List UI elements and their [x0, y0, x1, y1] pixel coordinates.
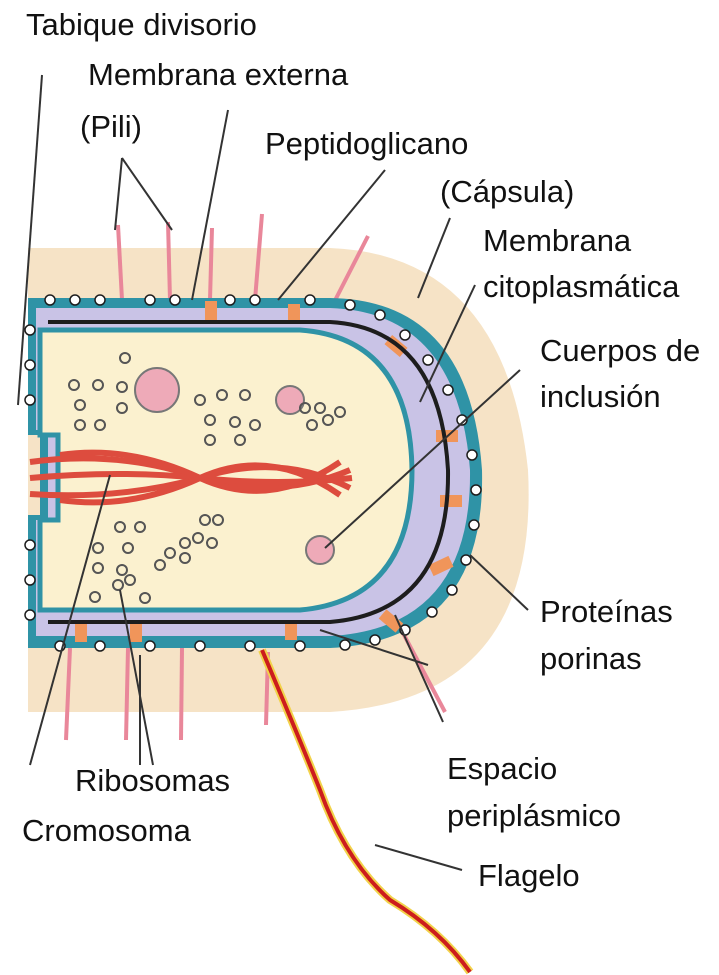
- label-membrana-citoplasmatica-2: citoplasmática: [483, 268, 679, 306]
- label-cuerpos-inclusion-2: inclusión: [540, 378, 661, 416]
- label-cromosoma: Cromosoma: [22, 812, 191, 850]
- label-tabique-divisorio: Tabique divisorio: [26, 6, 257, 44]
- label-espacio-periplasmico-1: Espacio: [447, 750, 557, 788]
- label-proteinas-porinas-1: Proteínas: [540, 593, 673, 631]
- label-membrana-citoplasmatica-1: Membrana: [483, 222, 631, 260]
- label-capsula: (Cápsula): [440, 173, 574, 211]
- label-ribosomas: Ribosomas: [75, 762, 230, 800]
- label-espacio-periplasmico-2: periplásmico: [447, 797, 621, 835]
- label-proteinas-porinas-2: porinas: [540, 640, 642, 678]
- label-flagelo: Flagelo: [478, 857, 580, 895]
- label-pili: (Pili): [80, 108, 142, 146]
- label-membrana-externa: Membrana externa: [88, 56, 348, 94]
- label-peptidoglicano: Peptidoglicano: [265, 125, 468, 163]
- label-cuerpos-inclusion-1: Cuerpos de: [540, 332, 700, 370]
